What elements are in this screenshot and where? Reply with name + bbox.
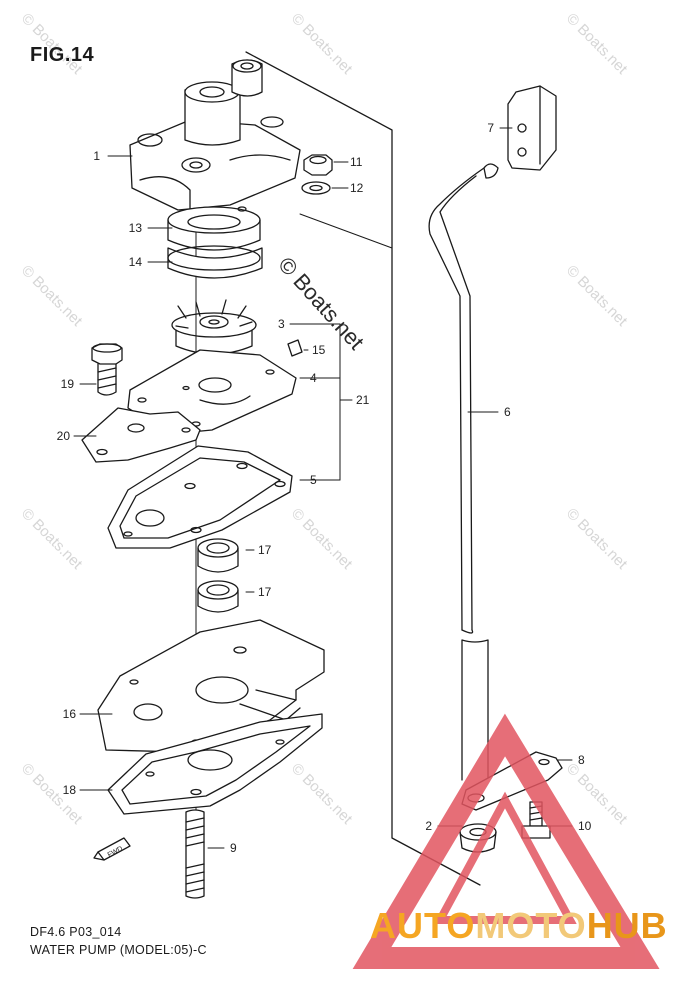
nut-part [303,154,333,176]
callout-17: 17 [258,543,272,557]
pump-insert-part [167,245,263,279]
callout-5: 5 [310,473,317,487]
washer-part [301,181,331,195]
callout-12: 12 [350,181,364,195]
stud-bolt-part [185,809,205,899]
callout-6: 6 [504,405,511,419]
oil-seal-part [197,538,239,573]
callout-1: 1 [93,149,100,163]
callout-3: 3 [278,317,285,331]
callout-21: 21 [356,393,370,407]
figure-label: FIG.14 [30,44,95,66]
caption-code: DF4.6 P03_014 [30,925,122,939]
callout-11: 11 [350,155,363,169]
callout-15: 15 [312,343,326,357]
forward-direction-arrow [93,837,131,861]
pump-gasket-part [107,445,293,549]
callout-7: 7 [487,121,494,135]
pump-liner-part [167,206,261,251]
caption-title: WATER PUMP (MODEL:05)-C [30,943,207,957]
callout-16: 16 [63,707,77,721]
impeller-key-part [287,339,303,357]
callout-2: 2 [425,819,432,833]
brand-triangle-logo [352,713,660,969]
pump-case-part [129,59,301,211]
grommet-part [507,85,557,171]
callout-8: 8 [578,753,585,767]
oil-seal-part [197,580,239,613]
bolt-part [91,343,123,396]
callout-14: 14 [129,255,143,269]
callout-9: 9 [230,841,237,855]
callout-19: 19 [61,377,75,391]
brand-logo-text: AUTOMOTOHUB [370,905,668,947]
callout-18: 18 [63,783,77,797]
callout-17: 17 [258,585,272,599]
gasket-part [81,407,201,463]
callout-4: 4 [310,371,317,385]
guide-line [299,213,393,249]
lower-gasket-part [107,713,323,815]
impeller-part [171,299,257,355]
brand-part-3: HUB [586,905,668,946]
callout-leader-lines [73,127,573,849]
callout-13: 13 [129,221,143,235]
callout-20: 20 [57,429,71,443]
callout-10: 10 [578,819,592,833]
water-tube-part [428,163,499,781]
brand-part-2: MOTO [475,905,587,946]
brand-part-1: AUTO [370,905,476,946]
